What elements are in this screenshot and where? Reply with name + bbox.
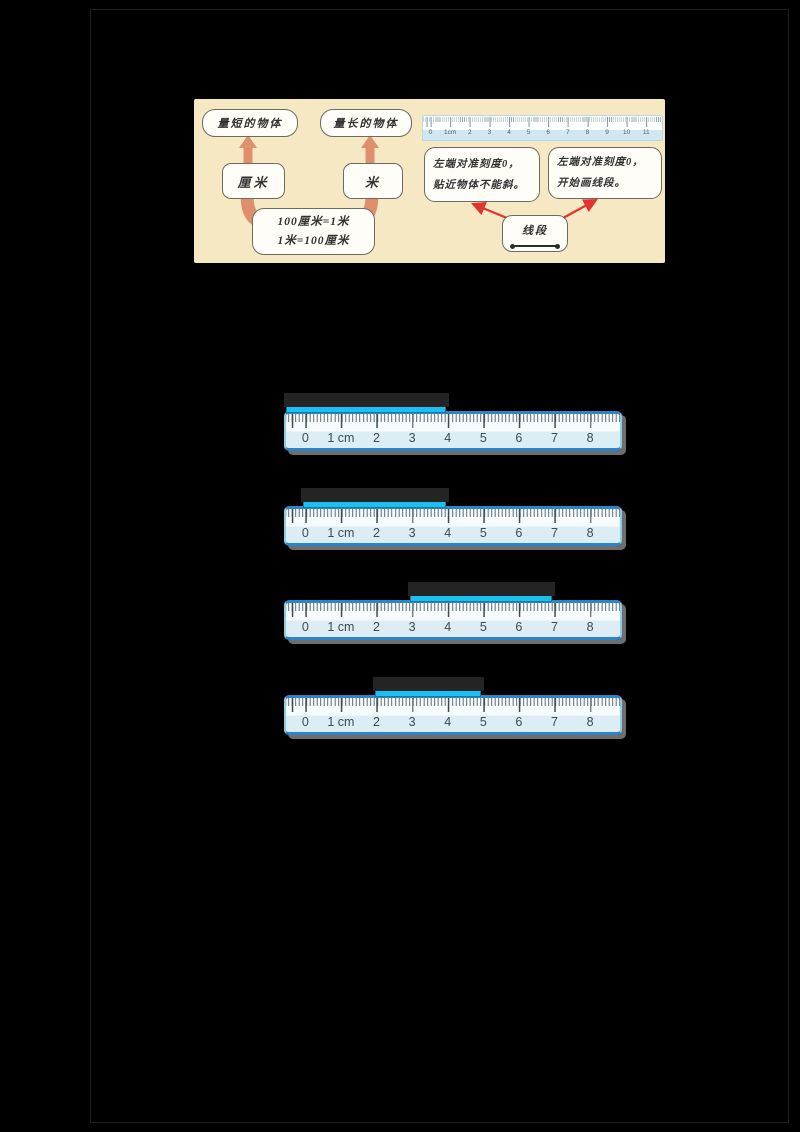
mini-ruler-label: 4 bbox=[507, 129, 511, 136]
mini-ruler-label: 3 bbox=[487, 129, 492, 136]
ruler-label: 8 bbox=[586, 715, 594, 729]
mini-ruler-label: 10 bbox=[622, 129, 631, 136]
ruler-label: 0 bbox=[301, 526, 309, 540]
ruler-label: 7 bbox=[551, 715, 558, 729]
ruler-cm-ticks bbox=[286, 414, 620, 428]
ruler-exercise: 0 1 cm 2 3 4 5 6 7 8 bbox=[283, 391, 622, 453]
mini-ruler-label: 6 bbox=[546, 129, 550, 136]
ruler-label: 1 cm bbox=[327, 715, 355, 729]
ruler-labels: 0 1 cm 2 3 4 5 6 7 8 bbox=[286, 620, 620, 638]
ruler-label: 7 bbox=[551, 526, 558, 540]
ruler-label: 1 cm bbox=[327, 620, 355, 634]
mini-ruler-label: 11 bbox=[642, 129, 650, 136]
ruler-label: 8 bbox=[586, 526, 594, 540]
bubble-measure-short-label: 量短的物体 bbox=[217, 118, 283, 130]
ruler-label: 3 bbox=[408, 715, 416, 729]
mini-ruler-label: 0 bbox=[428, 129, 433, 136]
ruler-label: 4 bbox=[444, 715, 452, 729]
ruler-exercise: 0 1 cm 2 3 4 5 6 7 8 bbox=[284, 675, 622, 737]
mini-ruler-label: 8 bbox=[585, 129, 590, 136]
ruler-label: 3 bbox=[408, 620, 416, 634]
tip-left-line-1: 左端对准刻度0， bbox=[433, 158, 520, 170]
ruler-label: 6 bbox=[515, 715, 523, 729]
ruler-label: 2 bbox=[373, 715, 380, 729]
conversion-formula-box: 100厘米=1米 1米=100厘米 bbox=[252, 208, 375, 255]
segment-label: 线段 bbox=[522, 225, 548, 237]
ruler-label: 0 bbox=[301, 431, 309, 445]
ruler-label: 2 bbox=[373, 526, 380, 540]
ruler-label: 4 bbox=[444, 431, 452, 445]
ruler-label: 0 bbox=[301, 620, 309, 634]
ruler-label: 4 bbox=[444, 620, 452, 634]
ruler-label: 5 bbox=[479, 526, 487, 540]
concept-panel: 量短的物体 量长的物体 厘米 米 100厘米=1米 1米=100厘米 0 1cm 2… bbox=[194, 99, 665, 263]
mini-ruler-label: 7 bbox=[565, 129, 570, 136]
ruler-label: 8 bbox=[586, 431, 594, 445]
mini-ruler-label: 2 bbox=[467, 129, 472, 136]
ruler-label: 5 bbox=[479, 715, 487, 729]
tip-bubble-draw: 左端对准刻度0， 开始画线段。 bbox=[548, 147, 662, 199]
unit-centimeter-label: 厘米 bbox=[237, 174, 270, 190]
mini-ruler-labels: 0 1cm 2 3 4 5 6 7 8 9 10 11 bbox=[423, 129, 662, 139]
mini-ruler-label: 9 bbox=[605, 129, 609, 136]
ruler-cm-ticks bbox=[286, 698, 620, 712]
red-arrow-left bbox=[471, 202, 508, 220]
unit-box-centimeter: 厘米 bbox=[222, 163, 285, 199]
up-arrow-right bbox=[361, 135, 379, 165]
ruler-label: 6 bbox=[515, 431, 523, 445]
formula-line-2: 1米=100厘米 bbox=[277, 234, 350, 247]
ruler: 0 1 cm 2 3 4 5 6 7 8 bbox=[284, 506, 622, 546]
ruler-label: 4 bbox=[444, 526, 452, 540]
ruler-labels: 0 1 cm 2 3 4 5 6 7 8 bbox=[286, 715, 620, 733]
ruler-label: 5 bbox=[479, 431, 487, 445]
formula-line-1: 100厘米=1米 bbox=[277, 215, 350, 228]
tip-bubble-measure: 左端对准刻度0， 贴近物体不能斜。 bbox=[424, 147, 540, 202]
segment-drawing bbox=[510, 243, 560, 249]
bubble-measure-long-label: 量长的物体 bbox=[333, 118, 399, 130]
unit-box-meter: 米 bbox=[343, 163, 403, 199]
tip-left-line-2: 贴近物体不能斜。 bbox=[433, 179, 525, 191]
segment-box: 线段 bbox=[502, 215, 568, 252]
measured-strip bbox=[408, 582, 556, 602]
tip-right-line-2: 开始画线段。 bbox=[557, 178, 626, 189]
ruler: 0 1 cm 2 3 4 5 6 7 8 bbox=[284, 695, 622, 735]
mini-ruler-label: 5 bbox=[526, 129, 531, 136]
bubble-measure-short: 量短的物体 bbox=[202, 109, 298, 137]
unit-meter-label: 米 bbox=[364, 174, 381, 190]
ruler-label: 0 bbox=[301, 715, 309, 729]
ruler: 0 1 cm 2 3 4 5 6 7 8 bbox=[284, 411, 622, 451]
bubble-measure-long: 量长的物体 bbox=[320, 109, 412, 137]
ruler-label: 6 bbox=[515, 526, 523, 540]
ruler-label: 7 bbox=[551, 620, 558, 634]
ruler: 0 1 cm 2 3 4 5 6 7 8 bbox=[284, 600, 622, 640]
measured-strip bbox=[301, 488, 450, 508]
mini-ruler: 0 1cm 2 3 4 5 6 7 8 9 10 11 bbox=[422, 115, 663, 141]
ruler-cm-ticks bbox=[286, 509, 620, 523]
ruler-labels: 0 1 cm 2 3 4 5 6 7 8 bbox=[286, 431, 620, 449]
ruler-exercise: 0 1 cm 2 3 4 5 6 7 8 bbox=[284, 486, 622, 548]
ruler-label: 2 bbox=[373, 431, 380, 445]
mini-ruler-cm-ticks bbox=[423, 117, 662, 127]
ruler-label: 1 cm bbox=[327, 431, 355, 445]
measured-strip bbox=[283, 393, 449, 413]
ruler-label: 3 bbox=[408, 526, 416, 540]
ruler-label: 7 bbox=[551, 431, 558, 445]
measured-strip bbox=[372, 677, 485, 697]
red-arrow-right bbox=[562, 198, 598, 219]
ruler-label: 5 bbox=[479, 620, 487, 634]
ruler-labels: 0 1 cm 2 3 4 5 6 7 8 bbox=[286, 526, 620, 544]
up-arrow-left bbox=[239, 135, 257, 165]
tip-right-line-1: 左端对准刻度0， bbox=[557, 157, 644, 168]
ruler-label: 2 bbox=[373, 620, 380, 634]
mini-ruler-label: 1cm bbox=[444, 129, 457, 136]
ruler-label: 6 bbox=[515, 620, 523, 634]
ruler-exercise: 0 1 cm 2 3 4 5 6 7 8 bbox=[284, 580, 622, 642]
ruler-label: 1 cm bbox=[327, 526, 355, 540]
ruler-label: 8 bbox=[586, 620, 594, 634]
ruler-label: 3 bbox=[408, 431, 416, 445]
ruler-cm-ticks bbox=[286, 603, 620, 617]
